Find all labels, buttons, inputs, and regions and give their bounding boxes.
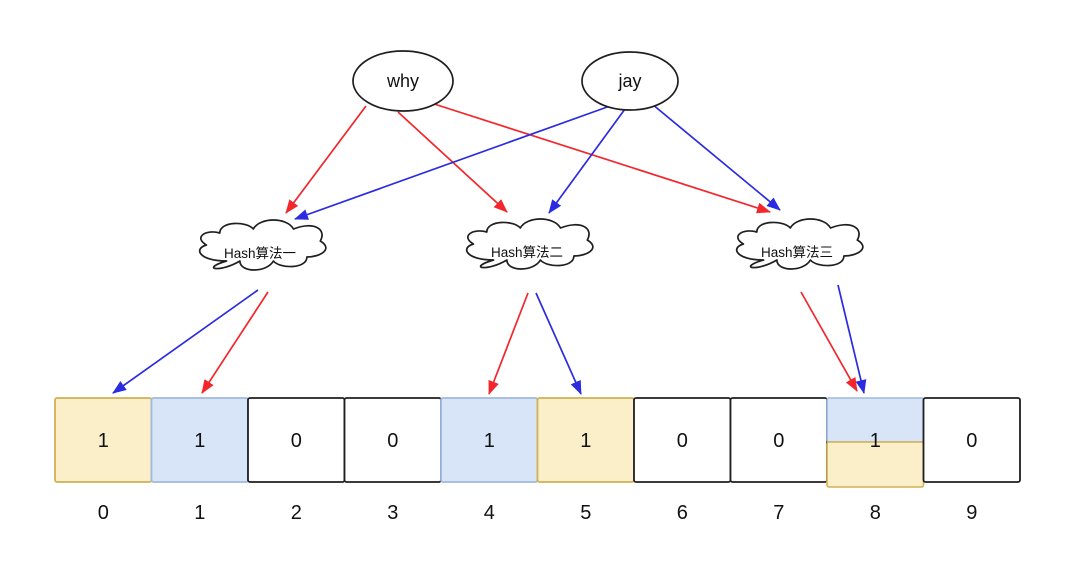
hash-cloud-2: Hash算法二	[465, 218, 594, 270]
bit-cell-3: 03	[343, 397, 442, 524]
arrow-jay-to-hash-3-blue	[651, 103, 781, 211]
bit-cell-value: 1	[580, 430, 591, 452]
entity-ellipse	[581, 51, 679, 111]
bit-cell-4: 14	[440, 397, 539, 524]
entity-node-why: why	[352, 50, 454, 112]
arrow-hash-2-to-bit-4-red	[488, 292, 529, 395]
hash-cloud-1: Hash算法一	[198, 219, 327, 271]
arrow-hash-2-to-bit-5-blue	[535, 292, 582, 395]
bit-cell-value: 0	[773, 430, 784, 452]
bit-cell-9: 09	[922, 397, 1021, 524]
bit-cell-2: 02	[247, 397, 346, 524]
bit-cell-box	[922, 397, 1021, 483]
bit-cell-value: 1	[98, 430, 109, 452]
bit-cell-index-label: 6	[677, 502, 688, 524]
bit-cell-value: 0	[677, 430, 688, 452]
hash-cloud-label: Hash算法二	[491, 245, 563, 260]
cloud-shape	[735, 218, 864, 270]
arrow-why-to-hash-1-red	[285, 105, 367, 214]
bit-cell-5: 15	[536, 397, 635, 524]
cloud-shape	[465, 218, 594, 270]
bit-cell-value: 1	[194, 430, 205, 452]
hash-cloud-label: Hash算法三	[761, 245, 833, 260]
arrow-hash-1-to-bit-0-blue	[112, 289, 259, 394]
bit-cell-index-label: 1	[194, 502, 205, 524]
bit-cell-value: 0	[966, 430, 977, 452]
bit-cell-1: 11	[150, 397, 249, 524]
arrow-jay-to-hash-1-blue	[294, 105, 611, 220]
entity-label: why	[386, 71, 419, 91]
bit-cell-value: 1	[484, 430, 495, 452]
bit-cell-index-label: 2	[291, 502, 302, 524]
arrow-why-to-hash-3-red	[427, 101, 771, 214]
arrow-hash-3-to-bit-8-red	[800, 291, 858, 392]
bit-cell-6: 06	[633, 397, 732, 524]
hash-cloud-3: Hash算法三	[735, 218, 864, 270]
bit-cell-index-label: 8	[870, 502, 881, 524]
bit-cell-index-label: 0	[98, 502, 109, 524]
entity-node-jay: jay	[581, 51, 679, 111]
bit-cell-8: 18	[826, 397, 925, 524]
arrow-hash-1-to-bit-1-red	[201, 291, 269, 394]
bit-cell-value: 0	[387, 430, 398, 452]
bit-cell-index-label: 9	[966, 502, 977, 524]
arrow-jay-to-hash-2-blue	[548, 108, 626, 214]
hash-cloud-label: Hash算法一	[224, 246, 296, 261]
bit-cell-value: 0	[291, 430, 302, 452]
bit-cell-index-label: 4	[484, 502, 495, 524]
bit-cell-7: 07	[729, 397, 828, 524]
entity-ellipse	[352, 50, 454, 112]
bit-cell-0: 10	[54, 397, 153, 524]
cloud-shape	[198, 219, 327, 271]
bit-cell-index-label: 3	[387, 502, 398, 524]
entity-label: jay	[617, 71, 641, 91]
bit-cell-index-label: 5	[580, 502, 591, 524]
bit-cell-index-label: 7	[773, 502, 784, 524]
arrow-hash-3-to-bit-8-blue	[837, 284, 867, 394]
bit-cell-value: 1	[870, 430, 881, 452]
